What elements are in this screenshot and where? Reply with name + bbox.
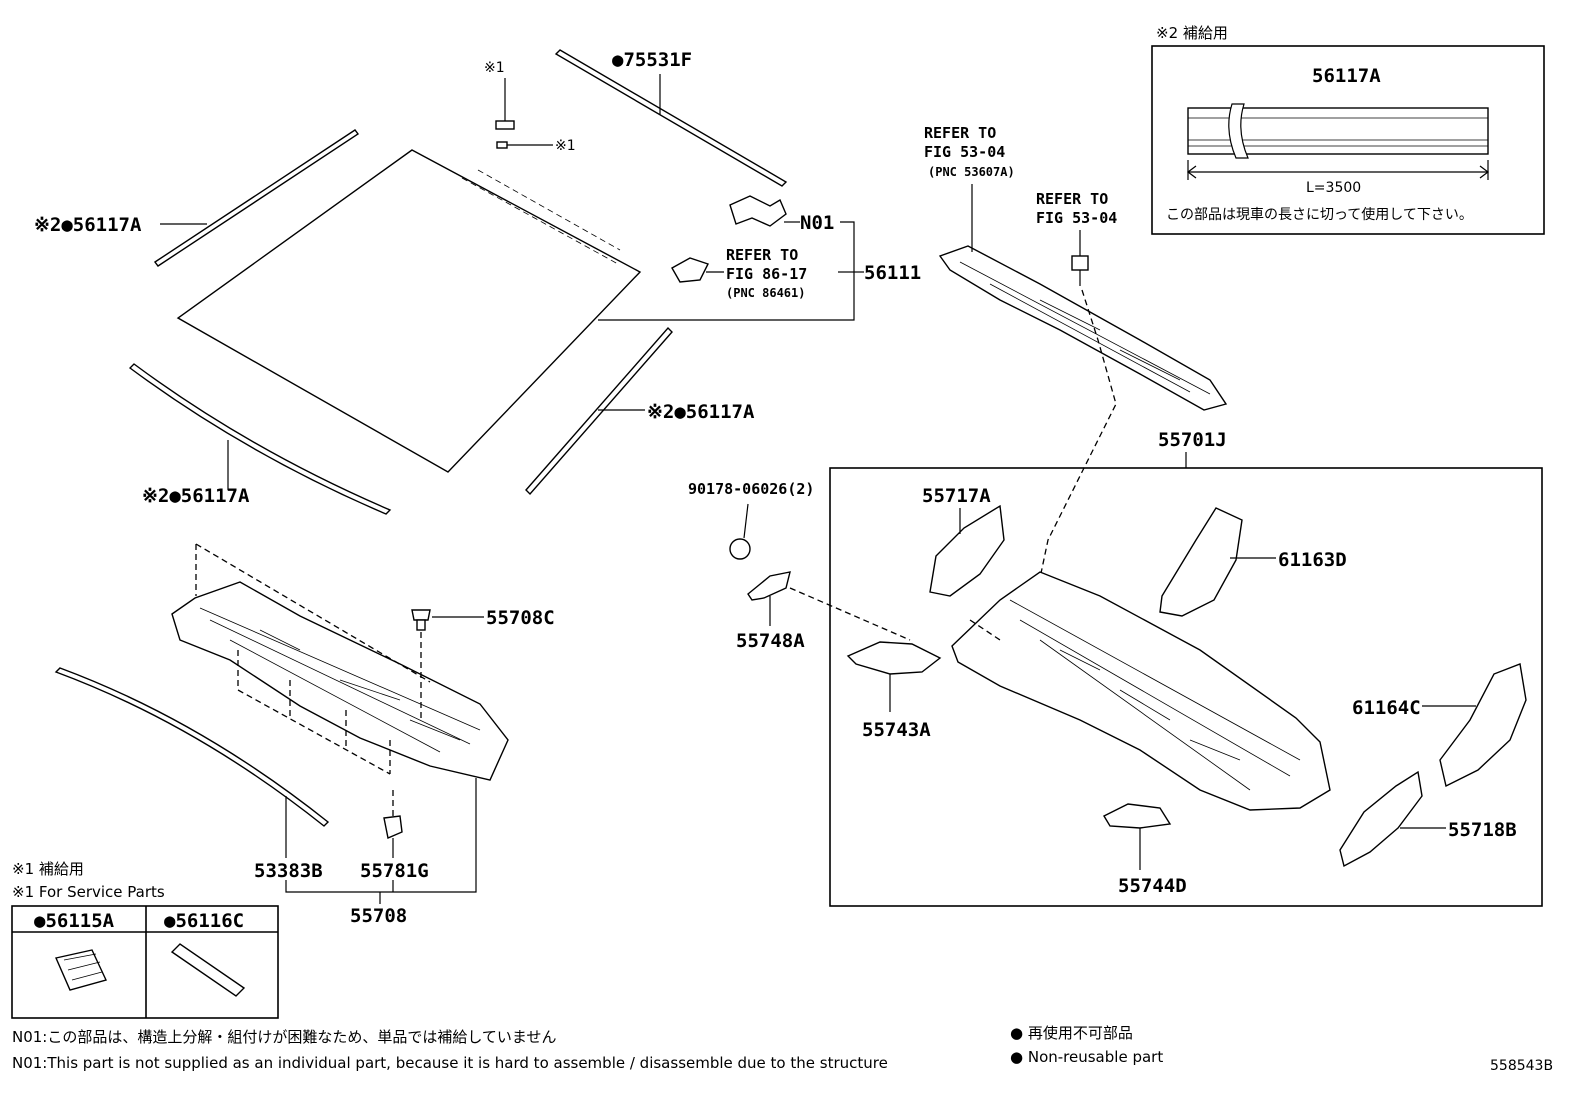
label-56117A-upper-left: ※2●56117A — [34, 214, 142, 236]
label-61163D: 61163D — [1278, 549, 1347, 571]
service-part-56116C: ●56116C — [164, 910, 244, 932]
label-refer-53-04a-line2: FIG 53-04 — [924, 143, 1005, 161]
service-parts-table — [11, 905, 279, 1019]
label-55717A: 55717A — [922, 485, 991, 507]
leader-55708 — [285, 778, 477, 904]
label-N01: N01 — [800, 212, 834, 234]
label-55718B: 55718B — [1448, 819, 1517, 841]
bracket-n01 — [729, 195, 800, 227]
label-56117A-right: ※2●56117A — [647, 401, 755, 423]
gusset-61164C — [1422, 663, 1527, 788]
label-55781G: 55781G — [360, 860, 429, 882]
label-refer-53-04b-line1: REFER TO — [1036, 190, 1108, 208]
footer-n01-en: N01:This part is not supplied as an indi… — [12, 1054, 888, 1072]
label-55744D: 55744D — [1118, 875, 1187, 897]
molding-upper-left — [153, 129, 360, 267]
label-refer-86-17-line2: FIG 86-17 — [726, 265, 807, 283]
label-55708: 55708 — [350, 905, 407, 927]
diagram-code: 558543B — [1490, 1058, 1553, 1074]
label-refer-53-04a-line1: REFER TO — [924, 124, 996, 142]
legend-non-reusable-jp: ● 再使用不可部品 — [1010, 1024, 1133, 1042]
label-55701J: 55701J — [1158, 429, 1227, 451]
service-part-56116C-drawing — [170, 943, 246, 997]
bracket-55744D — [1103, 803, 1172, 870]
service-box-molding-drawing — [1187, 103, 1489, 180]
bracket-55718B — [1339, 770, 1446, 868]
service-part-56115A-drawing — [55, 949, 107, 991]
molding-75531F — [554, 49, 788, 187]
service-part-56115A: ●56115A — [34, 910, 115, 932]
weatherstrip-53383B — [54, 667, 330, 858]
sensor-cover — [671, 257, 724, 283]
label-55708C: 55708C — [486, 607, 555, 629]
clip-55781G — [383, 790, 403, 858]
bracket-55717A — [929, 504, 1005, 597]
service-box-instruction: この部品は現車の長さに切って使用して下さい。 — [1166, 206, 1473, 223]
service-box — [1151, 45, 1545, 235]
label-refer-53-04b-line2: FIG 53-04 — [1036, 209, 1117, 227]
molding-right — [525, 326, 673, 496]
label-55743A: 55743A — [862, 719, 931, 741]
service-part-clip-top — [495, 78, 515, 130]
bracket-55743A — [846, 641, 942, 712]
molding-lower-left — [128, 363, 392, 515]
service-box-header: ※2 補給用 — [1156, 24, 1228, 42]
clip-55708C — [411, 609, 484, 720]
service-part-clip-mid — [496, 141, 553, 149]
dashed-link-upper-cowl — [1039, 289, 1117, 579]
label-refer-86-17-line3: (PNC 86461) — [726, 286, 805, 300]
bolt-refer-53-04 — [1071, 230, 1089, 286]
windshield-glass — [176, 149, 642, 473]
footer-n01-jp: N01:この部品は、構造上分解・組付けが困難なため、単品では補給していません — [12, 1028, 556, 1046]
legend-non-reusable-en: ● Non-reusable part — [1010, 1048, 1163, 1066]
leaders-moldings — [160, 74, 661, 490]
cowl-top-ventilator — [171, 581, 509, 781]
label-90178-06026: 90178-06026(2) — [688, 480, 814, 498]
label-refer-53-04a-line3: (PNC 53607A) — [928, 165, 1015, 179]
label-53383B: 53383B — [254, 860, 323, 882]
upper-cowl-panel — [938, 245, 1228, 411]
label-56117A-lower-left: ※2●56117A — [142, 485, 250, 507]
bracket-55748A — [747, 571, 911, 641]
cowl-dashed-outline — [195, 543, 431, 775]
gusset-61163D — [1159, 507, 1276, 617]
label-61164C: 61164C — [1352, 697, 1421, 719]
label-note1-mid: ※1 — [555, 138, 576, 154]
service-parts-note-jp: ※1 補給用 — [12, 860, 84, 878]
label-55748A: 55748A — [736, 630, 805, 652]
label-75531F: ●75531F — [612, 49, 692, 71]
label-note1-top: ※1 — [484, 60, 505, 76]
service-parts-note-en: ※1 For Service Parts — [12, 883, 165, 901]
service-box-part: 56117A — [1312, 65, 1381, 87]
leader-56111 — [598, 221, 864, 321]
nut-90178 — [729, 503, 751, 560]
dash-panel-55701J — [951, 571, 1331, 811]
service-box-length: L=3500 — [1306, 180, 1361, 196]
label-refer-86-17-line1: REFER TO — [726, 246, 798, 264]
label-56111: 56111 — [864, 262, 921, 284]
